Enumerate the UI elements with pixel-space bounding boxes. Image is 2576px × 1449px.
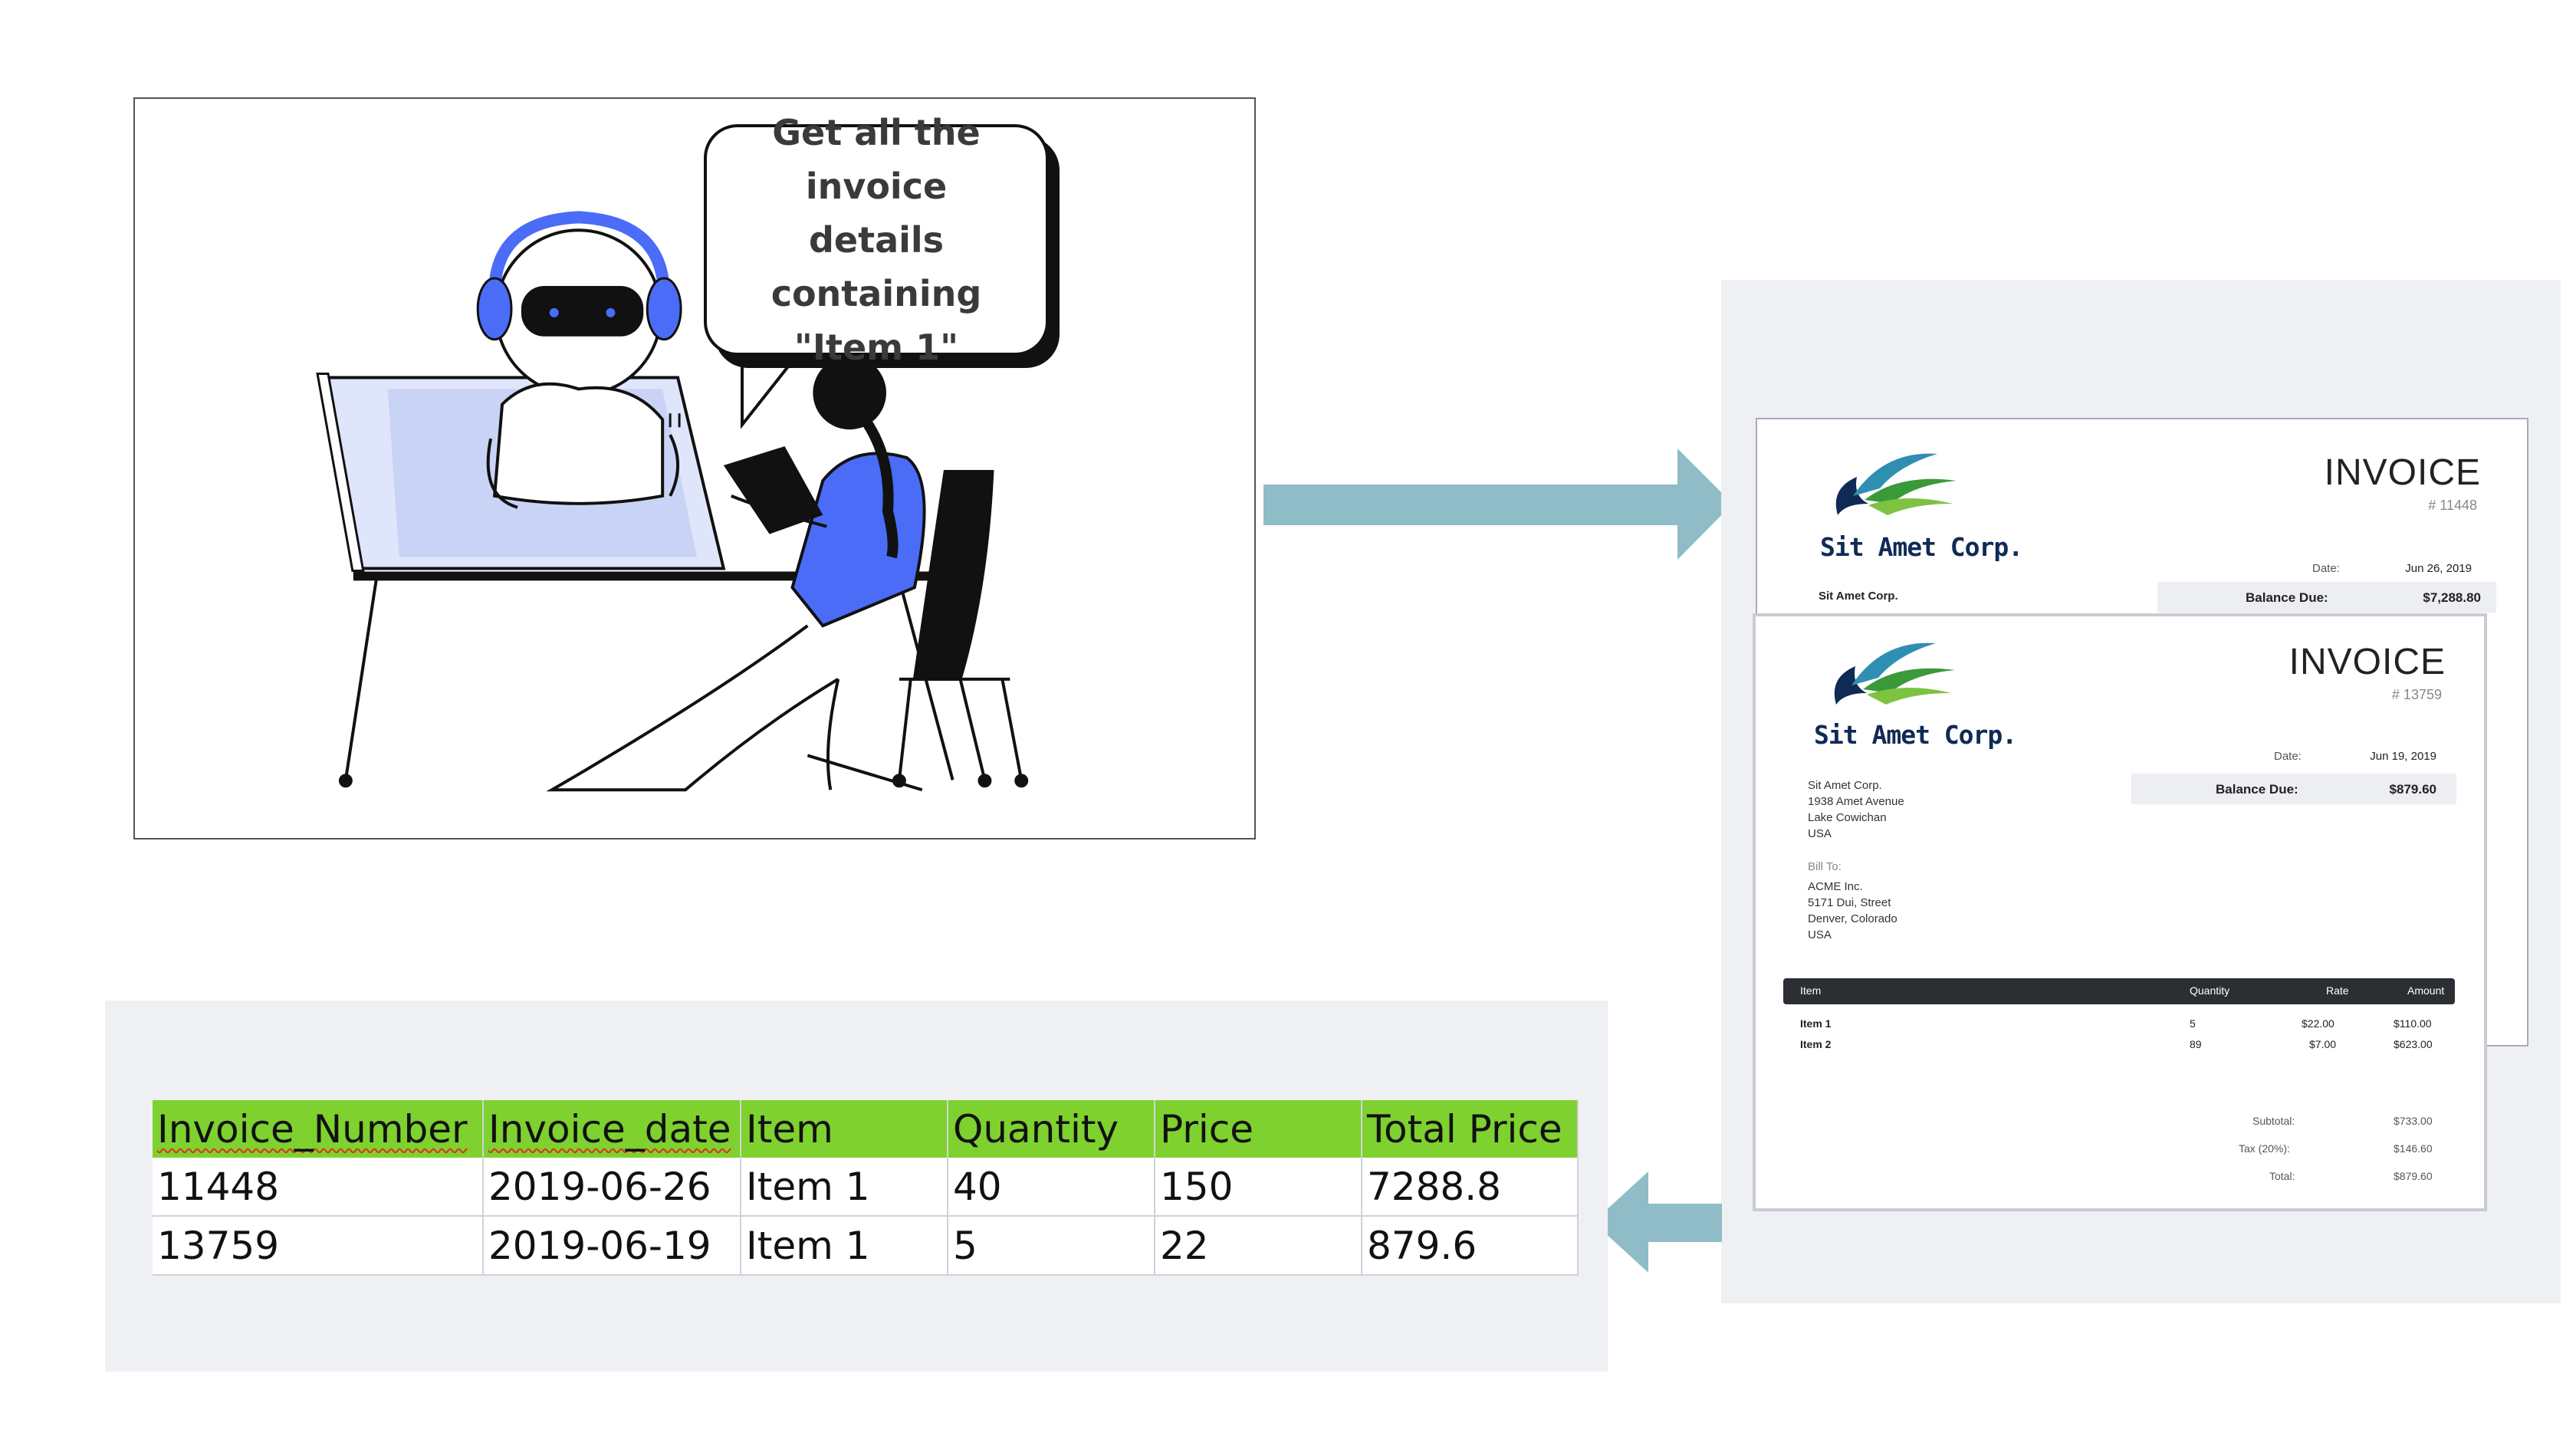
table-cell: 40 [948, 1158, 1155, 1217]
table-row: 13759 2019-06-19 Item 1 5 22 879.6 [153, 1216, 1579, 1276]
tax-value: $146.60 [2394, 1142, 2433, 1155]
table-cell: 13759 [153, 1216, 484, 1276]
line-item: Item 2 [1800, 1038, 1832, 1050]
column-header-item: Item [741, 1100, 948, 1158]
invoice-title: INVOICE [2288, 642, 2446, 682]
right-arrow-icon [1263, 449, 1733, 560]
line-amount: $110.00 [2394, 1017, 2432, 1030]
invoice-13759: Sit Amet Corp. INVOICE # 13759 Sit Amet … [1753, 613, 2487, 1211]
date-label: Date: [2274, 750, 2302, 763]
balance-due-amount: $879.60 [2389, 782, 2436, 797]
column-header-rate: Rate [2326, 984, 2349, 997]
speech-bubble: Get all the invoice details containing "… [704, 112, 1049, 368]
date-label: Date: [2312, 562, 2340, 575]
tax-label: Tax (20%): [2239, 1142, 2290, 1155]
table-cell: Item 1 [741, 1158, 948, 1217]
subtotal-label: Subtotal: [2252, 1115, 2295, 1127]
left-arrow-icon [1593, 1171, 1722, 1273]
column-header-text: Invoice_date [488, 1106, 731, 1152]
table-cell: 11448 [153, 1158, 484, 1217]
table-cell: Item 1 [741, 1216, 948, 1276]
table-cell: 7288.8 [1362, 1158, 1579, 1217]
line-quantity: 5 [2190, 1017, 2196, 1030]
invoice-number: # 13759 [2391, 687, 2442, 702]
from-name: Sit Amet Corp. [1819, 590, 1898, 603]
company-logo-icon [1834, 642, 1955, 705]
result-table-header-row: Invoice_Number Invoice_date Item Quantit… [153, 1100, 1579, 1158]
company-brand-name: Sit Amet Corp. [1814, 720, 2017, 750]
column-header-amount: Amount [2407, 984, 2445, 997]
invoice-date: Jun 19, 2019 [2370, 750, 2436, 763]
table-cell: 150 [1155, 1158, 1362, 1217]
invoice-title: INVOICE [2324, 452, 2481, 493]
column-header-quantity: Quantity [2190, 984, 2230, 997]
total-value: $879.60 [2394, 1170, 2433, 1182]
robot-and-woman-illustration [316, 211, 1029, 792]
table-cell: 2019-06-26 [483, 1158, 741, 1217]
speech-bubble-text: Get all the invoice details containing "… [770, 112, 982, 368]
bill-to-label: Bill To: [1808, 860, 1842, 873]
invoice-date: Jun 26, 2019 [2405, 562, 2472, 575]
total-label: Total: [2269, 1170, 2295, 1182]
subtotal-value: $733.00 [2394, 1115, 2433, 1127]
line-amount: $623.00 [2394, 1038, 2433, 1050]
invoice-line-row: Item 1 5 $22.00 $110.00 [1783, 1011, 2455, 1031]
table-cell: 22 [1155, 1216, 1362, 1276]
column-header-quantity: Quantity [948, 1100, 1155, 1158]
column-header-price: Price [1155, 1100, 1362, 1158]
column-header-total-price: Total Price [1362, 1100, 1579, 1158]
illustration-panel: Get all the invoice details containing "… [133, 97, 1256, 840]
column-header-invoice-number: Invoice_Number [153, 1100, 484, 1158]
balance-due-amount: $7,288.80 [2423, 590, 2481, 605]
robot-illustration [476, 211, 682, 509]
chair-illustration [892, 469, 1029, 788]
column-header-item: Item [1800, 984, 1822, 997]
table-cell: 879.6 [1362, 1216, 1579, 1276]
column-header-invoice-date: Invoice_date [483, 1100, 741, 1158]
table-cell: 2019-06-19 [483, 1216, 741, 1276]
balance-due-label: Balance Due: [2246, 590, 2328, 605]
line-rate: $7.00 [2309, 1038, 2337, 1050]
line-item: Item 1 [1800, 1017, 1832, 1030]
result-table: Invoice_Number Invoice_date Item Quantit… [153, 1100, 1579, 1276]
balance-due-bar: Balance Due: $7,288.80 [2157, 582, 2496, 613]
invoice-line-row: Item 2 89 $7.00 $623.00 [1783, 1032, 2455, 1052]
line-quantity: 89 [2190, 1038, 2202, 1050]
woman-with-tablet-illustration [546, 356, 926, 792]
bill-to-address: ACME Inc. 5171 Dui, Street Denver, Color… [1808, 880, 1898, 941]
from-address: Sit Amet Corp. 1938 Amet Avenue Lake Cow… [1808, 779, 1904, 840]
invoice-number: # 11448 [2428, 498, 2477, 513]
table-cell: 5 [948, 1216, 1155, 1276]
company-logo-icon [1835, 453, 1957, 515]
table-row: 11448 2019-06-26 Item 1 40 150 7288.8 [153, 1158, 1579, 1217]
company-brand-name: Sit Amet Corp. [1820, 532, 2023, 562]
column-header-text: Invoice_Number [157, 1106, 468, 1152]
invoice-table-header: Item Quantity Rate Amount [1783, 978, 2455, 1004]
line-rate: $22.00 [2302, 1017, 2334, 1030]
balance-due-label: Balance Due: [2216, 782, 2298, 797]
balance-due-bar: Balance Due: $879.60 [2131, 774, 2456, 804]
